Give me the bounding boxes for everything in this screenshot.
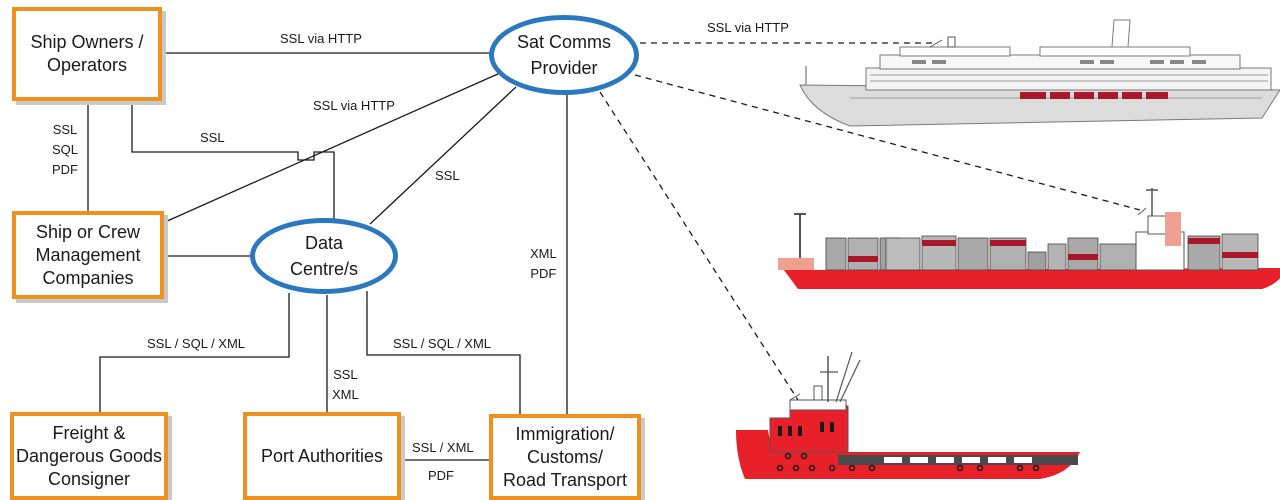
label-port-immigration-top: SSL / XML [412, 440, 474, 455]
label-dc-port-2: XML [332, 387, 359, 402]
node-freight-line1: Freight & [52, 422, 126, 443]
edge-sat-supply [599, 91, 799, 401]
label-sat-immigration: XML PDF [530, 244, 557, 284]
label-owners-crew-2: SQL [52, 142, 79, 157]
label-sat-immigration-2: PDF [530, 266, 557, 281]
node-immigration-line1: Immigration/ [515, 423, 615, 444]
node-ship-crew-line2: Management [35, 244, 141, 265]
label-owners-crew: SSL SQL PDF [52, 120, 78, 180]
node-ship-owners-line1: Ship Owners / [30, 32, 144, 52]
node-ship-crew-line1: Ship or Crew [35, 221, 141, 242]
label-owners-crew-3: PDF [52, 162, 78, 177]
node-port-authorities: Port Authorities [243, 412, 401, 500]
label-crew-sat: SSL via HTTP [313, 98, 395, 113]
node-freight: Freight & Dangerous Goods Consigner [10, 412, 168, 500]
edge-dc-immigration [366, 291, 521, 414]
edge-sat-dc [369, 86, 517, 225]
edge-dc-freight [99, 293, 290, 412]
cruise-ship-icon [799, 19, 1280, 127]
label-sat-dc: SSL [435, 168, 460, 183]
container-ship-icon [778, 188, 1280, 289]
label-sat-cruise: SSL via HTTP [707, 20, 789, 35]
label-dc-immigration: SSL / SQL / XML [393, 336, 492, 351]
node-data-centre-line2: Centre/s [289, 259, 359, 279]
label-dc-port: SSL XML [332, 365, 359, 405]
edge-crew-sat [164, 72, 501, 223]
node-immigration: Immigration/ Customs/ Road Transport [489, 414, 641, 500]
node-ship-crew-line3: Companies [42, 267, 134, 288]
label-sat-immigration-1: XML [530, 246, 557, 261]
node-ship-owners-line2: Operators [46, 55, 128, 75]
node-immigration-line3: Road Transport [502, 469, 628, 490]
label-owners-dc: SSL [200, 130, 225, 145]
label-dc-freight: SSL / SQL / XML [147, 336, 246, 351]
edge-owners-dc [131, 101, 335, 220]
node-freight-line3: Consigner [47, 468, 131, 489]
node-port-authorities-label: Port Authorities [260, 445, 384, 466]
label-port-immigration-bottom: PDF [428, 468, 454, 483]
label-owners-sat: SSL via HTTP [280, 31, 362, 46]
node-ship-crew: Ship or Crew Management Companies [12, 211, 164, 299]
node-ship-owners: Ship Owners / Operators [12, 7, 162, 101]
node-sat-comms-line1: Sat Comms [516, 32, 612, 52]
node-immigration-line2: Customs/ [526, 446, 603, 467]
node-data-centre: Data Centre/s [250, 218, 398, 294]
offshore-supply-vessel-icon [736, 351, 1080, 479]
label-owners-crew-1: SSL [52, 122, 78, 137]
node-freight-line2: Dangerous Goods [15, 445, 163, 466]
node-data-centre-line1: Data [304, 233, 344, 253]
node-sat-comms-line2: Provider [530, 58, 598, 78]
label-dc-port-1: SSL [333, 367, 358, 382]
node-sat-comms: Sat Comms Provider [489, 15, 639, 95]
